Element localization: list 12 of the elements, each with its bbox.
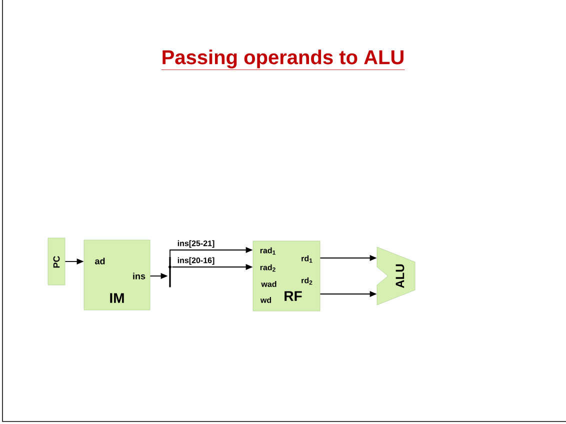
arrow — [64, 258, 84, 264]
edge-label: ins[20-16] — [178, 257, 214, 265]
arrow — [150, 273, 168, 279]
arrow — [170, 247, 253, 258]
memory-box: ad ins IM — [84, 240, 150, 310]
arrow — [172, 264, 253, 270]
title: Passing operands to ALU — [161, 50, 405, 70]
arrow — [320, 291, 377, 297]
edge-label: ins[25-21] — [178, 240, 214, 248]
register-file-box: rad$_{1}$ rad$_{2}$ wad wd rd$_{1}$ rd$_{2}$ RF — [252, 240, 320, 312]
arrow — [320, 255, 377, 261]
register-box: PC — [48, 238, 66, 286]
